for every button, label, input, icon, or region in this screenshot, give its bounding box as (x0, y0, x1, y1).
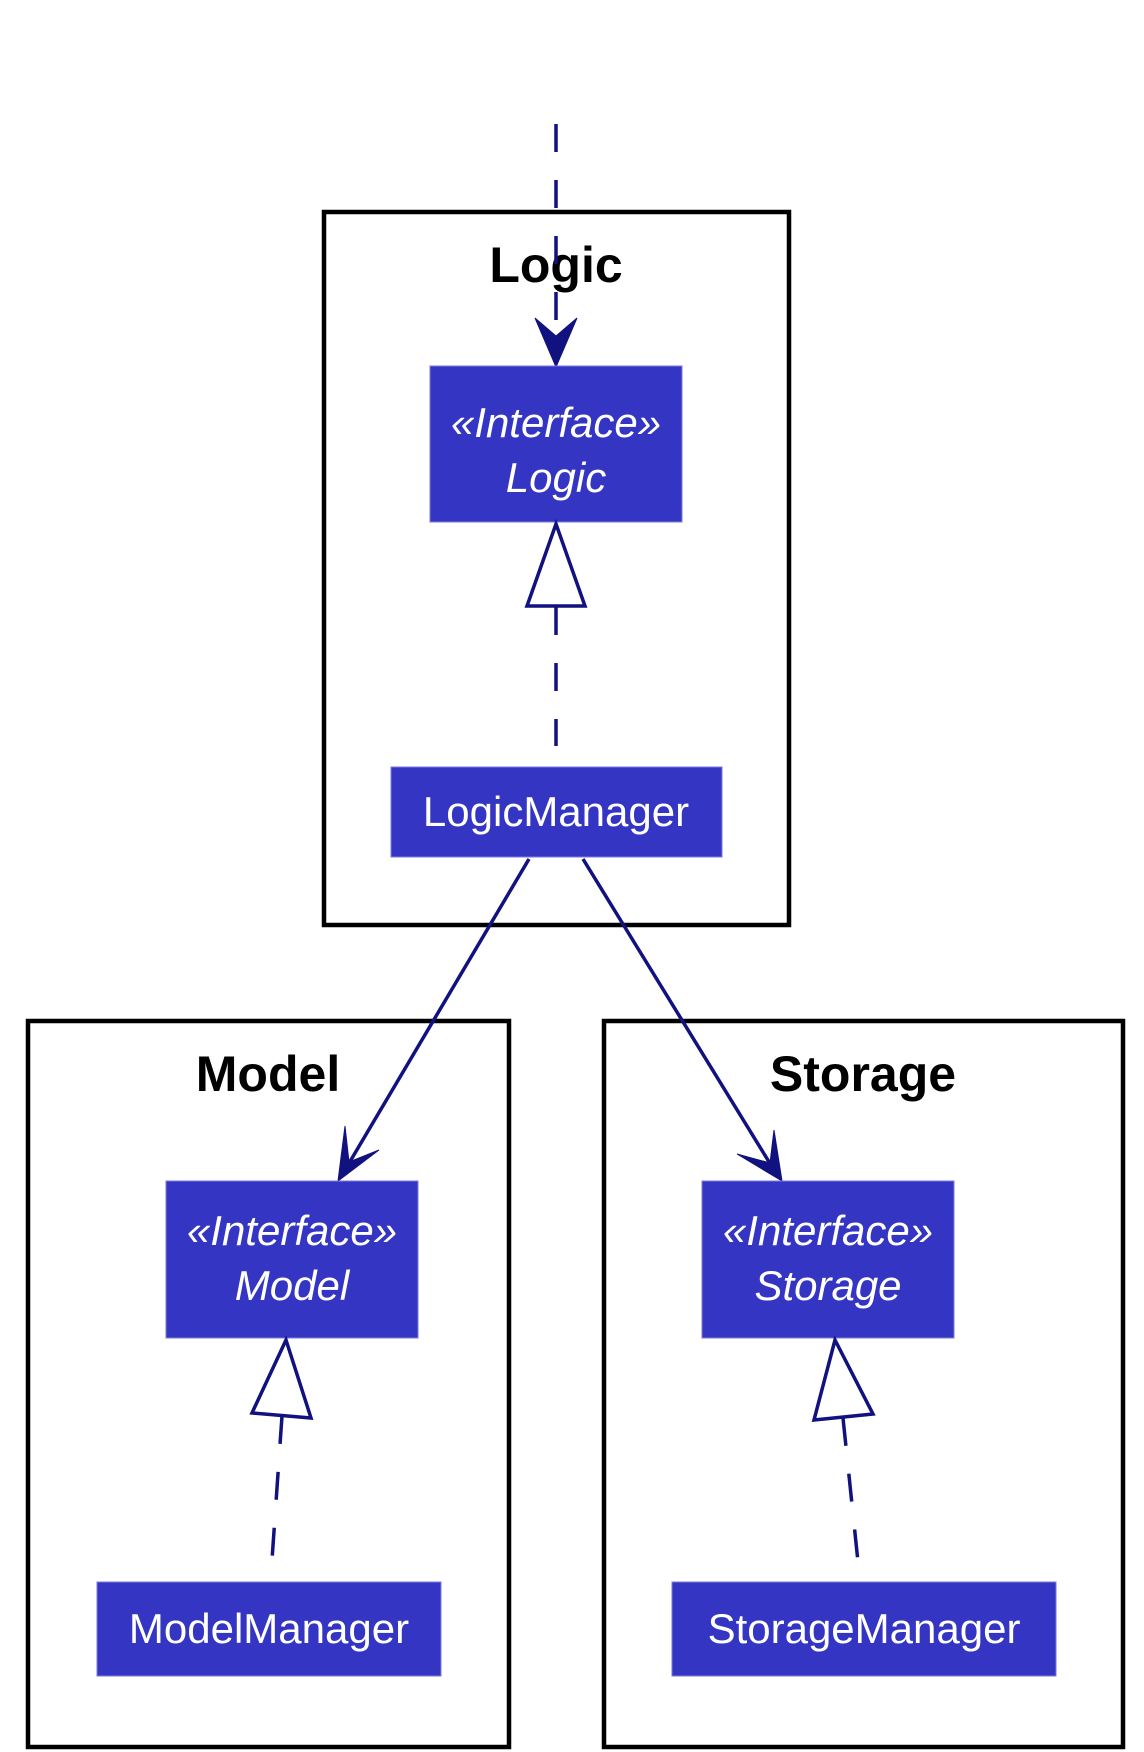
edge-external-to-logic (534, 124, 578, 369)
open-arrow-head-icon (736, 1129, 783, 1182)
class-box[interactable] (390, 766, 723, 858)
class-name: Logic (506, 454, 606, 501)
edge-logicmanager-realizes-logic (524, 518, 588, 746)
realization-line (270, 1415, 284, 1561)
edge-logicmanager-to-storage (581, 858, 783, 1182)
class-model-manager[interactable]: ModelManager (96, 1581, 442, 1677)
class-name: StorageManager (708, 1605, 1021, 1652)
class-name: Storage (754, 1262, 901, 1309)
class-logic-interface[interactable]: «Interface» Logic (429, 365, 683, 523)
realization-line (841, 1417, 860, 1563)
class-name: Model (235, 1262, 351, 1309)
class-box[interactable] (671, 1581, 1057, 1677)
class-model-interface[interactable]: «Interface» Model (165, 1180, 419, 1339)
class-box[interactable] (701, 1180, 955, 1339)
class-logic-manager[interactable]: LogicManager (390, 766, 723, 858)
class-box[interactable] (429, 365, 683, 523)
hollow-triangle-icon (524, 518, 588, 608)
class-stereotype: «Interface» (187, 1207, 397, 1254)
class-name: ModelManager (129, 1605, 409, 1652)
association-line (581, 858, 776, 1171)
open-arrow-head-icon (534, 317, 578, 369)
edge-modelmanager-realizes-model (249, 1335, 314, 1561)
package-storage-title: Storage (770, 1046, 956, 1102)
edge-storagemanager-realizes-storage (811, 1335, 876, 1563)
class-name: LogicManager (423, 788, 689, 835)
edge-logicmanager-to-model (337, 858, 531, 1183)
class-box[interactable] (96, 1581, 442, 1677)
hollow-triangle-icon (249, 1335, 314, 1420)
open-arrow-head-icon (337, 1125, 380, 1183)
package-model-title: Model (196, 1046, 340, 1102)
class-storage-interface[interactable]: «Interface» Storage (701, 1180, 955, 1339)
class-box[interactable] (165, 1180, 419, 1339)
association-line (343, 858, 531, 1171)
class-stereotype: «Interface» (723, 1207, 933, 1254)
class-stereotype: «Interface» (451, 399, 661, 446)
class-storage-manager[interactable]: StorageManager (671, 1581, 1057, 1677)
hollow-triangle-icon (811, 1335, 876, 1422)
